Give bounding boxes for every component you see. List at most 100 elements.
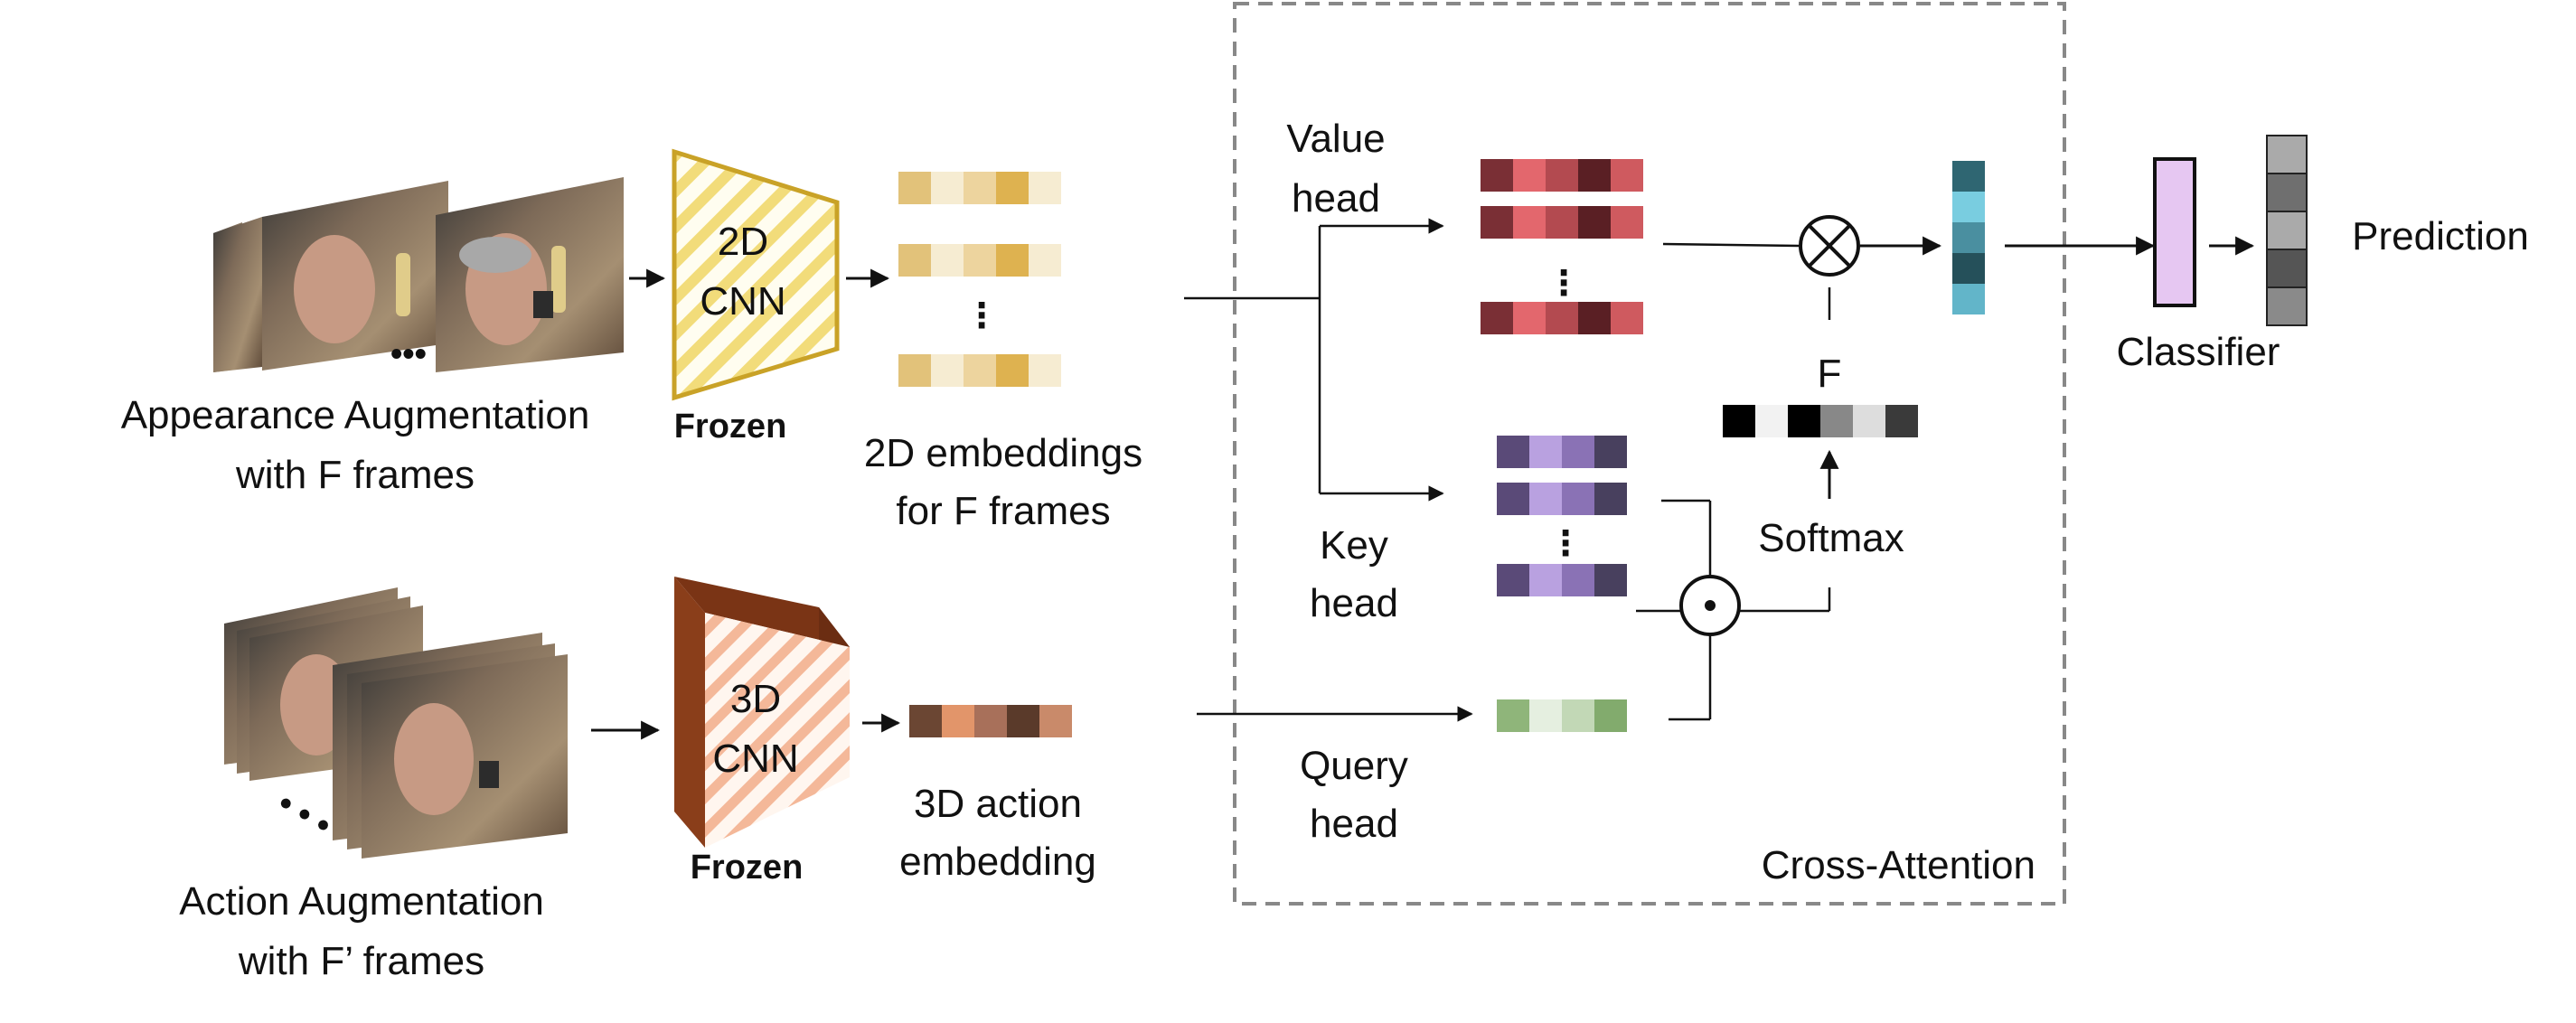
weighted-sum-operator: [1799, 215, 1860, 277]
embedding-2d-cell: [964, 172, 996, 204]
value-cell: [1481, 206, 1513, 239]
embedding-2d-cell: [1029, 172, 1061, 204]
query-vector: [1497, 699, 1627, 732]
embedding-2d-cell: [996, 244, 1029, 277]
cross-attention-label: Cross-Attention: [1762, 843, 2035, 887]
embedding-2d-cell: [898, 354, 931, 387]
key-cell: [1497, 483, 1529, 515]
embedding-2d-cell: [931, 354, 964, 387]
value-cell: [1546, 159, 1578, 192]
appearance-label-line1: Appearance Augmentation: [121, 393, 590, 437]
embedding-2d-cell: [1029, 244, 1061, 277]
embedding-3d-cell: [909, 705, 942, 737]
key-cell: [1562, 483, 1594, 515]
value-head-label-line1: Value: [1286, 117, 1385, 161]
action-ellipsis: • • •: [271, 784, 338, 845]
embedding-3d: [909, 705, 1072, 737]
value-cell: [1546, 206, 1578, 239]
cnn-2d-block: 2D CNN: [672, 148, 840, 401]
prediction-cell: [2266, 286, 2308, 326]
f-weight-cell: [1885, 405, 1918, 437]
value-cell: [1513, 302, 1546, 334]
key-cell: [1594, 483, 1627, 515]
frozen-label-2d: Frozen: [674, 408, 787, 446]
key-cell: [1594, 564, 1627, 596]
f-weight-cell: [1820, 405, 1853, 437]
cnn-3d-left-edge: [674, 577, 705, 848]
embeddings-2d-vdots: ⋮: [964, 297, 999, 335]
key-cell: [1562, 436, 1594, 468]
key-head-label-line2: head: [1310, 581, 1398, 625]
value-matrix: [1481, 159, 1643, 334]
key-head-label-line1: Key: [1320, 523, 1388, 568]
embeddings-2d-label-line2: for F frames: [896, 489, 1110, 533]
appearance-frame-1: [213, 217, 262, 372]
key-cell: [1594, 436, 1627, 468]
key-query-to-odot: [1636, 499, 1712, 721]
query-head-label-line1: Query: [1300, 744, 1408, 788]
embedding-3d-cell: [1039, 705, 1072, 737]
key-cell: [1529, 483, 1562, 515]
dot-product-operator: [1679, 575, 1741, 636]
value-cell: [1513, 159, 1546, 192]
value-to-otimes-line: [1662, 242, 1800, 248]
embedding-3d-label-line1: 3D action: [914, 782, 1082, 826]
cnn-2d-label-line2: CNN: [700, 279, 785, 324]
cnn-3d-label-line2: CNN: [712, 737, 798, 781]
appearance-label-line2: with F frames: [235, 453, 475, 497]
output-cell: [1952, 253, 1985, 284]
cnn-3d-label-line1: 3D: [730, 677, 781, 721]
f-weight-cell: [1723, 405, 1755, 437]
cnn-2d-trapezoid: [672, 148, 840, 401]
odot-to-softmax: [1739, 587, 1831, 613]
cnn-3d-top-edge: [674, 577, 850, 647]
key-cell: [1529, 436, 1562, 468]
embedding-3d-label-line2: embedding: [899, 840, 1096, 884]
value-cell: [1578, 159, 1611, 192]
prediction-cell: [2266, 135, 2308, 174]
value-cell: [1481, 302, 1513, 334]
f-weight-vector: [1723, 405, 1918, 437]
query-head-label-line2: head: [1310, 802, 1398, 846]
value-cell: [1578, 206, 1611, 239]
value-cell: [1611, 206, 1643, 239]
f-label: F: [1818, 352, 1842, 396]
query-cell: [1594, 699, 1627, 732]
embedding-2d-cell: [931, 172, 964, 204]
classifier-block: [2153, 157, 2196, 307]
cnn-3d-block: 3D CNN: [674, 577, 850, 848]
appearance-ellipsis: •••: [390, 335, 427, 373]
key-cell: [1497, 564, 1529, 596]
embedding-2d-cell: [898, 172, 931, 204]
key-cell: [1529, 564, 1562, 596]
value-cell: [1578, 302, 1611, 334]
action-label-line2: with F’ frames: [238, 939, 484, 983]
prediction-label: Prediction: [2352, 214, 2529, 258]
action-frames: • • •: [224, 587, 568, 859]
key-cell: [1562, 564, 1594, 596]
query-cell: [1497, 699, 1529, 732]
key-matrix: [1497, 436, 1627, 596]
embedding-2d-cell: [996, 354, 1029, 387]
query-cell: [1562, 699, 1594, 732]
embedding-3d-cell: [942, 705, 974, 737]
embedding-3d-cell: [974, 705, 1007, 737]
embeddings-2d-label-line1: 2D embeddings: [864, 431, 1142, 475]
appearance-frame-2: [262, 181, 448, 371]
embedding-2d-cell: [898, 244, 931, 277]
embedding-2d-cell: [931, 244, 964, 277]
cnn-2d-label-line1: 2D: [718, 220, 768, 264]
value-cell: [1481, 159, 1513, 192]
cross-attention-box: [1233, 2, 2066, 906]
prediction-cell: [2266, 211, 2308, 250]
prediction-cell: [2266, 173, 2308, 212]
appearance-frames: •••: [213, 177, 624, 373]
output-cell: [1952, 222, 1985, 253]
value-matrix-vdots: ⋮: [1547, 265, 1581, 303]
value-cell: [1611, 302, 1643, 334]
cnn-3d-face: [705, 613, 850, 848]
output-cell: [1952, 284, 1985, 314]
value-cell: [1513, 206, 1546, 239]
